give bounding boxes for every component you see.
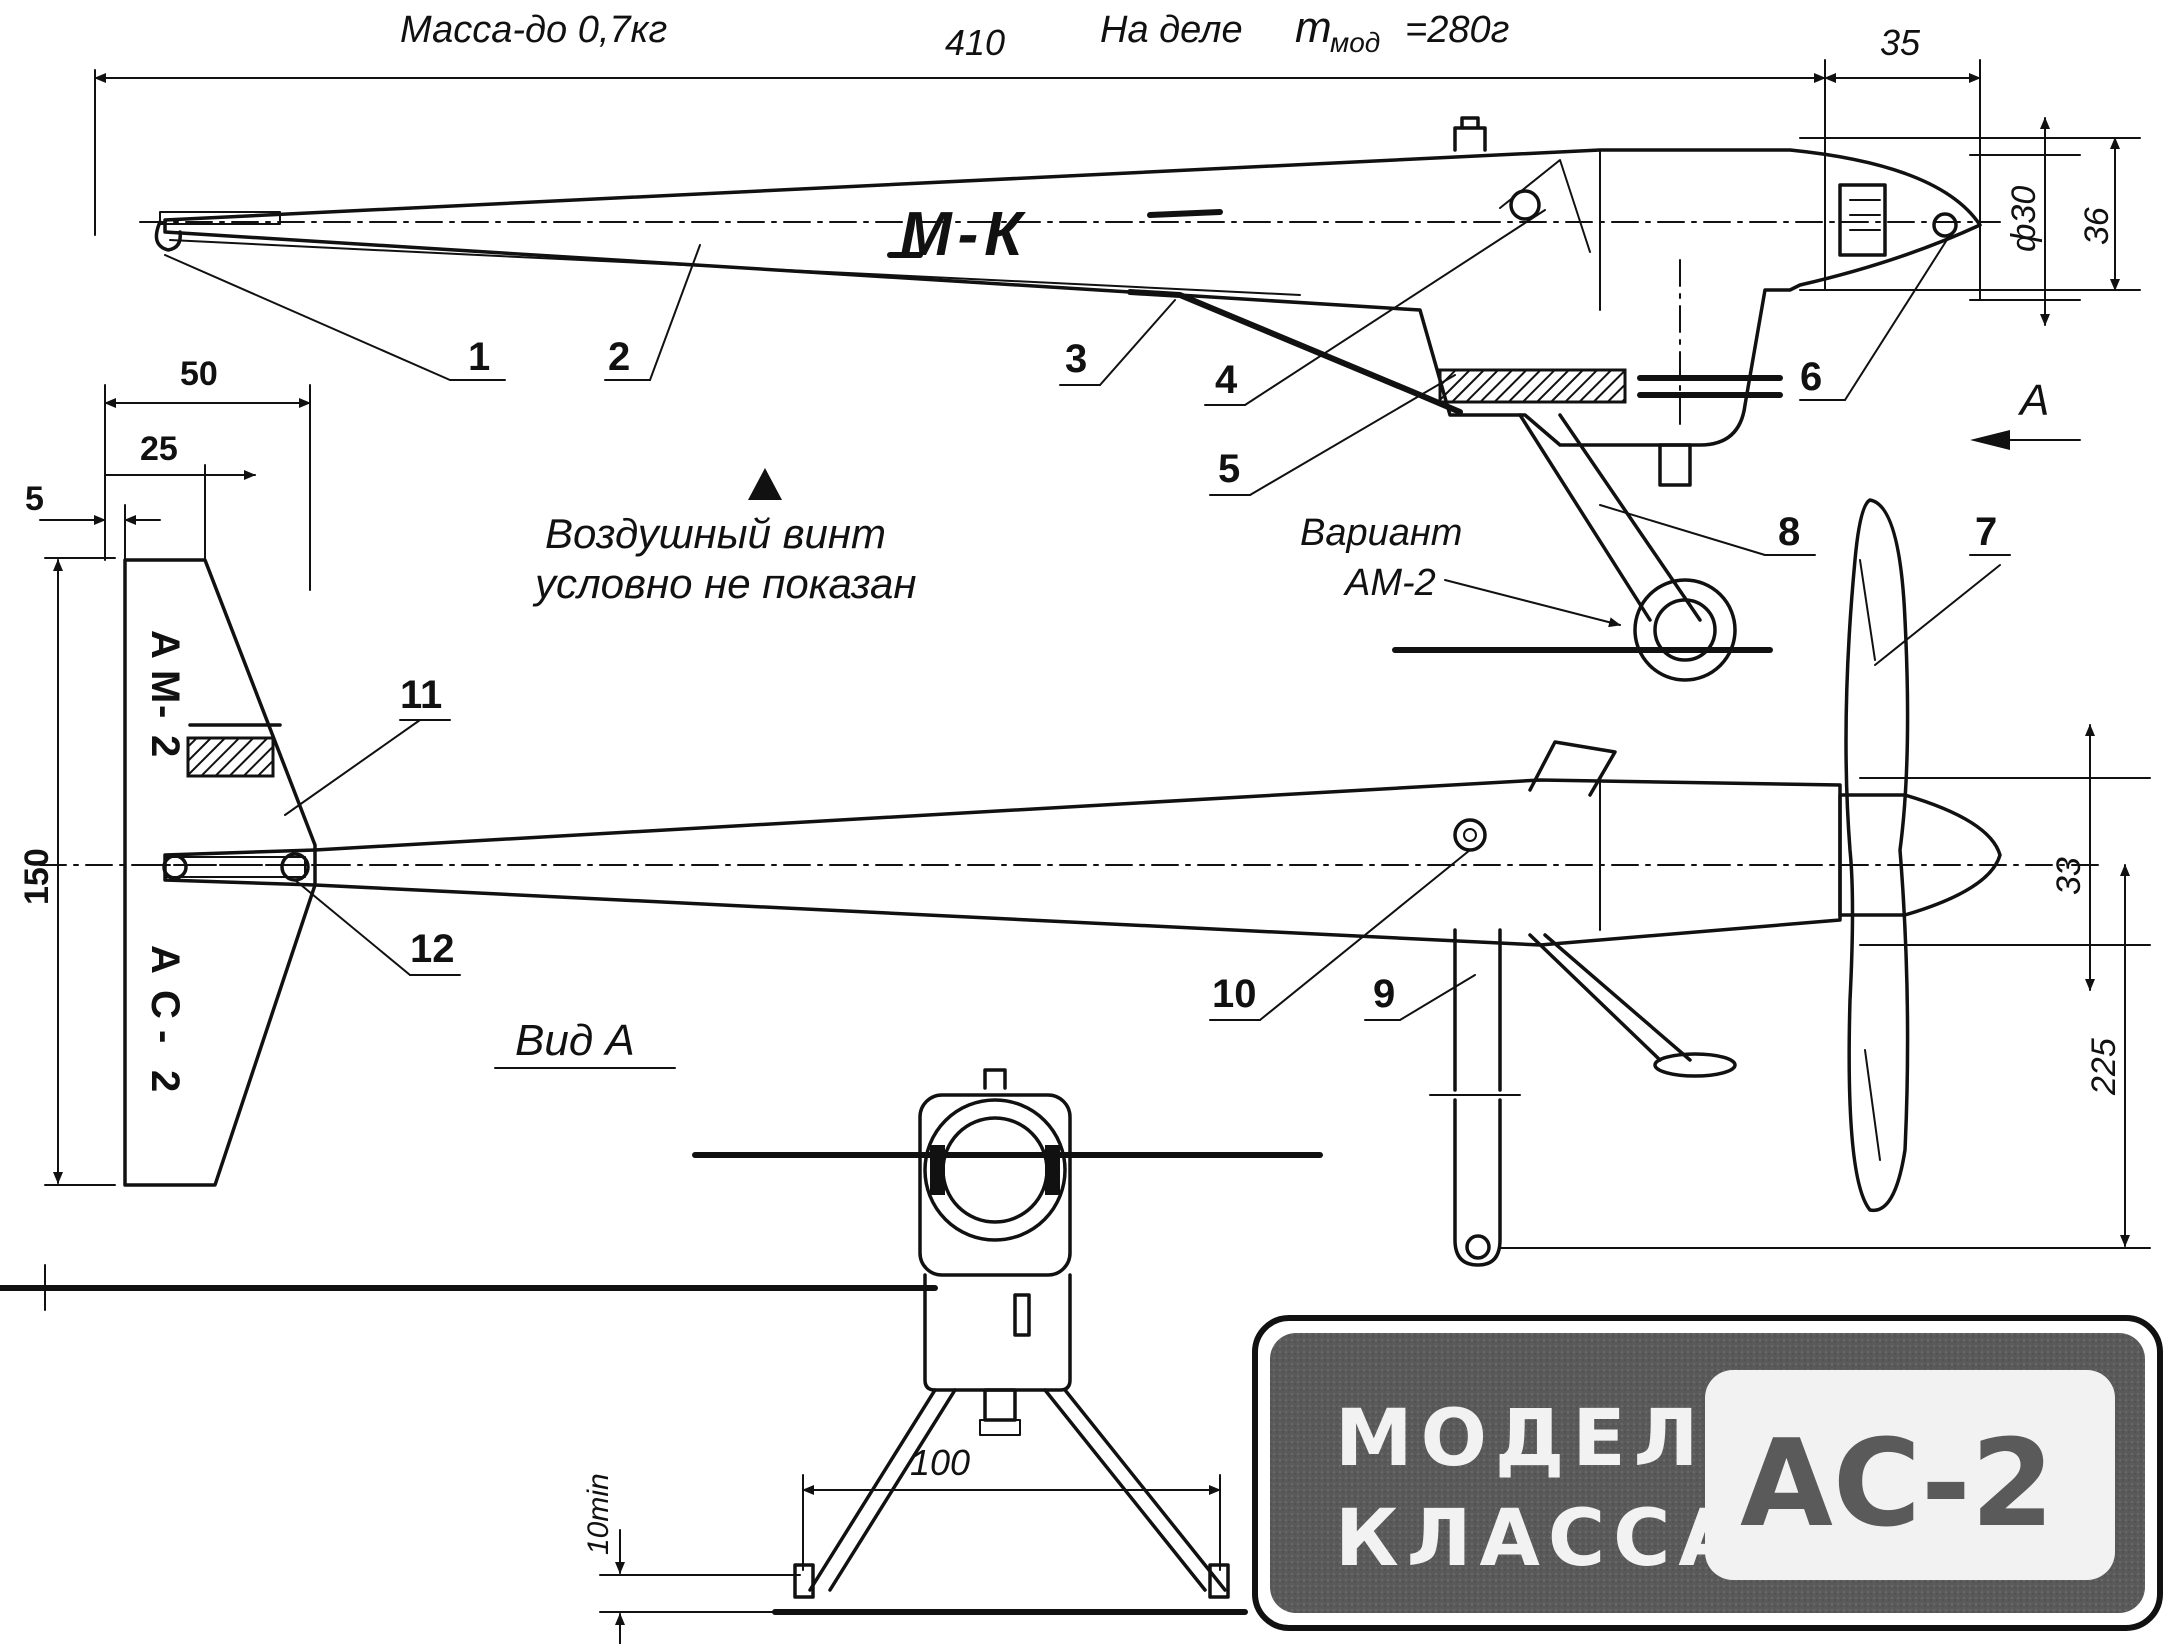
callout-8: 8 (1778, 510, 1800, 554)
callout-1: 1 (468, 335, 490, 379)
fin-text-upper-3: - (143, 705, 187, 718)
front-view: 100 10min (0, 1068, 1323, 1644)
fin-text-upper-4: 2 (143, 735, 187, 757)
actual-mass-prefix: На деле (1100, 9, 1243, 51)
fin-text-upper-1: А (143, 630, 187, 659)
callout-5: 5 (1218, 447, 1240, 491)
tail-boom-strip (159, 211, 281, 225)
dim-spinner-label: ф30 (2005, 186, 2043, 252)
variant-line2: АМ-2 (1343, 562, 1436, 604)
leadout-grommet (1453, 818, 1487, 852)
dim-gear-track: 100 (910, 1442, 970, 1483)
dim-fuselage-width: 33 (2050, 857, 2088, 895)
tail-pivot-rear (162, 854, 188, 880)
callout-7: 7 (1975, 510, 1997, 554)
fin-text-lower-3: - (143, 1030, 187, 1043)
callouts: 1 2 3 4 5 6 7 8 9 10 11 12 (164, 209, 2011, 1021)
actual-mass-symbol: m (1295, 3, 1332, 52)
fin-hatched-block (186, 736, 275, 778)
view-a-title: Вид А (515, 1016, 635, 1065)
fin-text-lower-4: 2 (143, 1070, 187, 1092)
wheel-outer (1633, 578, 1737, 682)
banner-model: АС-2 (1740, 1415, 2054, 1554)
propeller-note-line1: Воздушный винт (545, 510, 886, 557)
dim-line-arm: 225 (2085, 1038, 2123, 1096)
dim-fin-chord: 50 (180, 355, 218, 393)
skid (1127, 289, 1463, 415)
callout-3: 3 (1065, 337, 1087, 381)
callout-12: 12 (410, 927, 455, 971)
tank-front (923, 1273, 1072, 1392)
fin-text-lower-1: А (143, 945, 187, 974)
dim-fin-span: 150 (18, 848, 56, 905)
spinner-hub (1932, 212, 1958, 238)
model-class-banner: МОДЕЛЬ КЛАССА АС-2 (1252, 1315, 2163, 1631)
dim-nose-label: 35 (1880, 22, 1921, 63)
cowl-ring-inner (941, 1116, 1049, 1224)
dim-length-label: 410 (945, 22, 1005, 63)
fin-view: 50 25 5 150 А М - 2 А С - 2 (18, 355, 331, 1187)
wheel-inner (1653, 598, 1717, 662)
lettering-underline (887, 209, 1223, 258)
callout-11: 11 (400, 673, 442, 717)
dim-fin-tip: 25 (140, 430, 178, 468)
propeller-blade (1844, 498, 1910, 1213)
cowl-ring-outer (923, 1098, 1067, 1242)
engine-cowl-front (918, 1093, 1072, 1277)
actual-mass-value: =280г (1405, 9, 1509, 51)
callout-2: 2 (608, 335, 630, 379)
hatched-plate (1438, 368, 1627, 404)
exhaust-opening (1838, 183, 1887, 257)
top-view: 33 225 (139, 498, 2151, 1267)
banner-line1: МОДЕЛЬ (1335, 1394, 1774, 1484)
banner-model-panel (1705, 1370, 2115, 1580)
fin-text-lower-2: С (143, 990, 187, 1019)
view-a-arrow-head (1970, 430, 2010, 450)
control-line-arm (1453, 928, 1502, 1267)
gear-foot (1653, 1052, 1737, 1078)
banner-line2: КЛАССА (1335, 1494, 1747, 1584)
fuselage-top-outline (163, 778, 1842, 947)
needle-valve (1658, 443, 1692, 487)
fuselage-lettering: М-К (900, 200, 1028, 269)
side-view: 410 35 ф30 36 М-К (94, 22, 2141, 682)
tail-hook (154, 220, 182, 252)
tail-boom-lower-line (169, 239, 1301, 296)
view-a-arrow-label: А (2017, 376, 2049, 425)
dim-nose-height-label: 36 (2078, 207, 2116, 245)
wing-stub (1528, 740, 1617, 797)
triangle-marker (748, 468, 782, 500)
pivot-bolt (1509, 189, 1541, 221)
spinner-top (1838, 793, 2002, 917)
line-eyelet (1465, 1234, 1491, 1260)
dim-clearance: 10min (582, 1473, 615, 1555)
dim-fin-offset: 5 (25, 480, 44, 518)
callout-9: 9 (1373, 972, 1395, 1016)
top-stud (1453, 116, 1487, 152)
variant-line1: Вариант (1300, 512, 1462, 554)
callout-4: 4 (1215, 358, 1238, 402)
actual-mass-subscript: мод (1330, 27, 1380, 58)
fuselage-side-outline (163, 148, 1982, 447)
mass-limit-note: Масса-до 0,7кг (400, 9, 667, 51)
callout-10: 10 (1212, 972, 1257, 1016)
propeller-note-line2: условно не показан (532, 560, 917, 607)
variant-pointer (1444, 579, 1621, 628)
bellcrank-outline (1499, 159, 1591, 253)
fin-text-upper-2: М (143, 670, 187, 703)
callout-6: 6 (1800, 355, 1822, 399)
landing-gear-strut (1518, 413, 1702, 622)
